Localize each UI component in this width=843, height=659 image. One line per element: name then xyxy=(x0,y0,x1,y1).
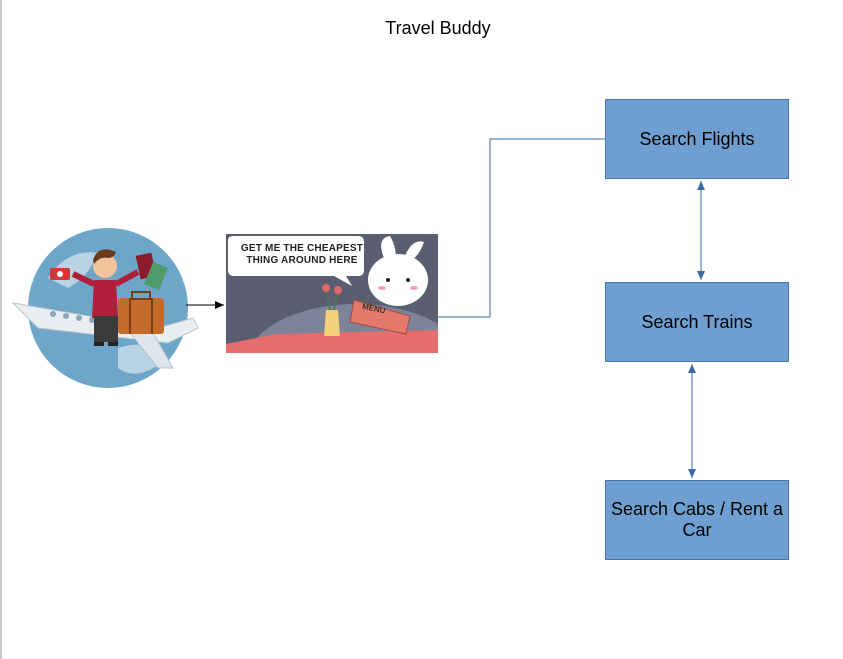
traveler-illustration xyxy=(11,228,199,388)
search-cabs-box[interactable]: Search Cabs / Rent a Car xyxy=(605,480,789,560)
page-left-border xyxy=(0,0,2,659)
search-trains-box[interactable]: Search Trains xyxy=(605,282,789,362)
meme-background xyxy=(226,234,438,353)
diagram-title: Travel Buddy xyxy=(385,18,491,38)
meme-speech-text: GET ME THE CHEAPEST THING AROUND HERE xyxy=(240,243,364,266)
search-flights-box[interactable]: Search Flights xyxy=(605,99,789,179)
connector-meme-to-flights xyxy=(438,138,605,318)
meme-image: GET ME THE CHEAPEST THING AROUND HERE ME… xyxy=(226,234,438,353)
